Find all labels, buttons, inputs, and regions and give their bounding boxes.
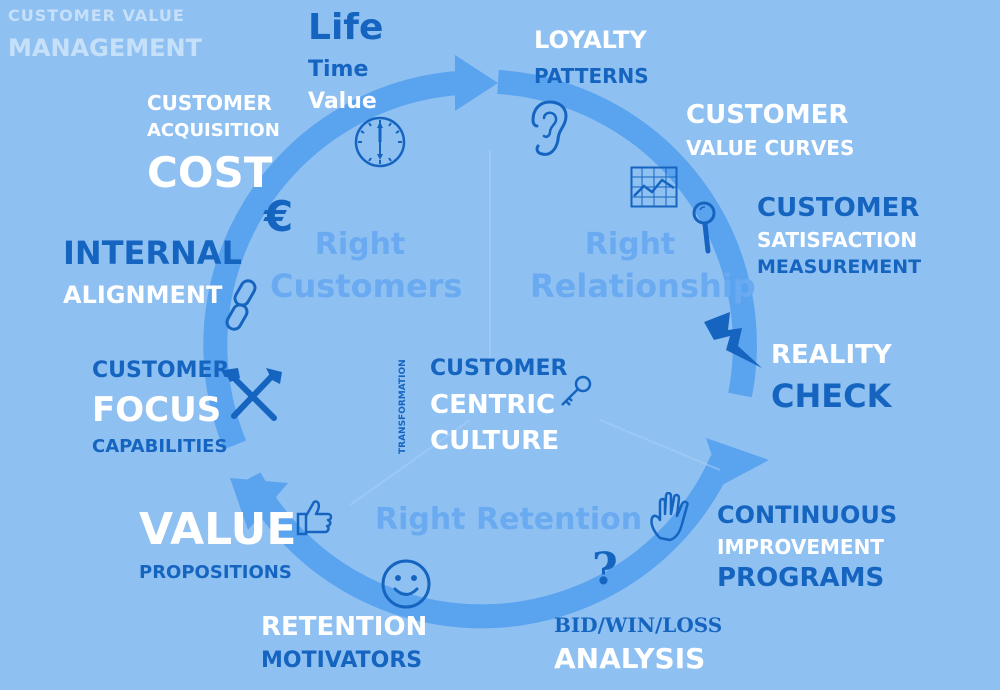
loyalty-label: LOYALTY	[534, 26, 647, 54]
center-line2: CENTRIC	[430, 390, 556, 420]
continuous-line1: CONTINUOUS	[717, 501, 898, 529]
clock-icon	[354, 116, 406, 168]
corner-title-line2: MANAGEMENT	[8, 34, 202, 62]
satisfaction-line3: MEASUREMENT	[757, 256, 922, 278]
divider-right	[599, 419, 721, 471]
acquisition-line1: CUSTOMER	[147, 91, 272, 115]
ear-icon	[531, 100, 568, 156]
ring-arc-left	[203, 71, 459, 450]
ring-arc-bottom	[239, 455, 733, 629]
bid-line1: BID/WIN/LOSS	[554, 613, 723, 637]
internal-line2: ALIGNMENT	[63, 281, 223, 309]
value-props-line2: PROPOSITIONS	[139, 562, 292, 583]
euro-icon: €	[264, 192, 294, 241]
ring-arc-top-right	[497, 70, 757, 398]
chain-link-icon	[225, 279, 257, 331]
section-right-customers-line1: Right	[314, 227, 406, 262]
acquisition-line3: COST	[147, 148, 273, 197]
reality-line2: CHECK	[771, 377, 892, 415]
satisfaction-line1: CUSTOMER	[757, 193, 920, 223]
satisfaction-line2: SATISFACTION	[757, 228, 918, 252]
center-line1: CUSTOMER	[430, 356, 568, 381]
continuous-line2: IMPROVEMENT	[717, 535, 884, 559]
focus-line2: FOCUS	[92, 390, 222, 430]
focus-line1: CUSTOMER	[92, 358, 230, 383]
value-curves-line1: CUSTOMER	[686, 100, 849, 130]
divider-left	[349, 419, 471, 506]
continuous-line3: PROGRAMS	[717, 563, 885, 593]
lightning-icon	[704, 312, 762, 368]
life-title: Life	[308, 7, 384, 48]
bid-line2: ANALYSIS	[554, 642, 706, 675]
thumbs-up-icon	[296, 500, 333, 536]
tools-icon	[224, 368, 282, 421]
section-right-relationship-line1: Right	[584, 227, 676, 262]
retention-line2: MOTIVATORS	[261, 648, 423, 673]
retention-line1: RETENTION	[261, 612, 428, 642]
internal-line1: INTERNAL	[63, 234, 242, 272]
value-curves-line2: VALUE CURVES	[686, 136, 855, 160]
section-right-customers-line2: Customers	[270, 267, 463, 305]
arrow-head-right	[706, 438, 769, 485]
arrow-head-bottom-left	[230, 478, 288, 530]
arrow-head-top	[455, 55, 498, 111]
line-chart-icon	[630, 166, 678, 208]
question-icon: ?	[592, 544, 618, 595]
key-icon	[561, 375, 592, 406]
section-right-relationship-line2: Relationship	[530, 267, 756, 305]
patterns-label: PATTERNS	[534, 64, 649, 88]
value-props-line1: VALUE	[139, 504, 297, 555]
magnifier-icon	[692, 201, 716, 254]
section-right-retention: Right Retention	[375, 502, 643, 537]
corner-title-line1: CUSTOMER VALUE	[8, 6, 185, 25]
center-side-label: TRANSFORMATION	[398, 359, 408, 454]
hand-icon	[650, 492, 689, 542]
smiley-icon	[381, 559, 431, 609]
focus-line3: CAPABILITIES	[92, 436, 228, 457]
reality-line1: REALITY	[771, 340, 892, 370]
life-time: Time	[308, 57, 369, 82]
life-value: Value	[308, 89, 377, 114]
acquisition-line2: ACQUISITION	[147, 120, 280, 141]
center-line3: CULTURE	[430, 426, 560, 456]
